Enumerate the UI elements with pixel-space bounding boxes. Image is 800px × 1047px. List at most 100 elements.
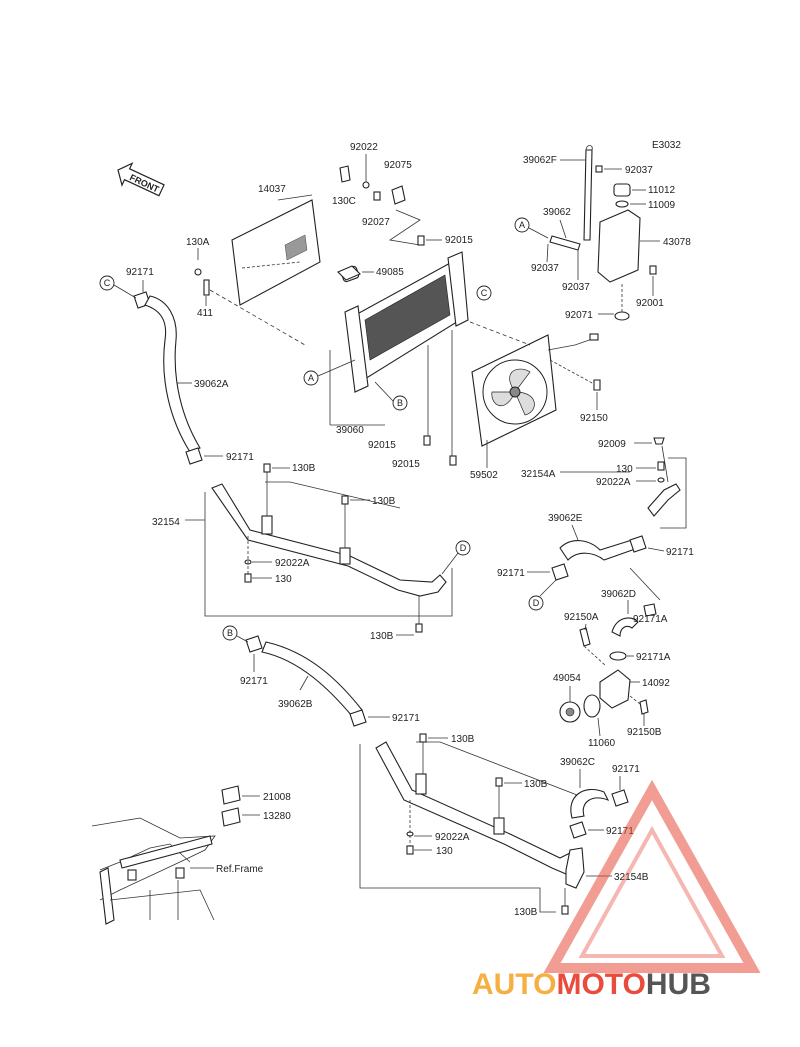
thermostat-housing <box>599 669 631 709</box>
label-411: 411 <box>197 308 213 319</box>
bolt-92150-icon <box>593 379 601 391</box>
label-39062: 39062 <box>543 207 571 218</box>
cooling-fan <box>471 333 599 447</box>
bolt-130b-4-icon <box>419 733 427 743</box>
label-92001: 92001 <box>636 298 664 309</box>
label-92022a-1: 92022A <box>275 558 310 569</box>
reservoir-tank <box>597 209 641 283</box>
clamp-92171-c2-icon <box>611 789 629 807</box>
clamp-92171-d-icon <box>551 563 569 581</box>
label-130b-4: 130B <box>451 734 475 745</box>
label-92022a-3: 92022A <box>435 832 470 843</box>
label-92015-a: 92015 <box>445 235 473 246</box>
label-11009: 11009 <box>648 200 676 211</box>
grommet-92075-icon <box>391 185 406 205</box>
clip-411-icon <box>203 279 210 296</box>
label-32154: 32154 <box>152 517 180 528</box>
svg-text:A: A <box>308 373 314 383</box>
clamp-92171-c3-icon <box>569 821 587 839</box>
bolt-92001-icon <box>649 265 657 275</box>
label-92171a-2: 92171A <box>636 652 671 663</box>
label-39062f: 39062F <box>523 155 557 166</box>
clip-92015-b-icon <box>423 435 431 446</box>
bolt-130b-3-icon <box>415 623 423 633</box>
label-39062c: 39062C <box>560 757 595 768</box>
label-32154b: 32154B <box>614 872 649 883</box>
gasket-11060-icon <box>583 694 601 718</box>
screw-92009-icon <box>653 437 665 445</box>
label-92171-mid: 92171 <box>226 452 254 463</box>
label-43078: 43078 <box>663 237 691 248</box>
clamp-92171-b-icon <box>245 635 263 653</box>
clamp-92171a-1-icon <box>643 603 657 617</box>
bolt-92150a-icon <box>579 627 591 647</box>
washer-92022-icon <box>362 181 370 189</box>
label-11012: 11012 <box>648 185 676 196</box>
callout-d-right <box>528 595 544 611</box>
label-14092: 14092 <box>642 678 670 689</box>
callout-d-pipe <box>455 540 471 556</box>
label-92075: 92075 <box>384 160 412 171</box>
clamp-92171a-2-icon <box>609 651 627 661</box>
label-92009: 92009 <box>598 439 626 450</box>
radiator-cap-icon <box>337 265 361 281</box>
callout-c-radiator <box>476 285 492 301</box>
label-130b-1: 130B <box>292 463 316 474</box>
bolt-130c-icon <box>339 165 351 183</box>
watermark-text: AUTOMOTOHUB <box>472 968 711 1001</box>
label-130a: 130A <box>186 237 210 248</box>
bolt-130b-6-icon <box>561 905 569 915</box>
label-92037-c: 92037 <box>562 282 590 293</box>
svg-text:A: A <box>519 220 525 230</box>
collar-92027-icon <box>373 191 381 201</box>
label-92015-c: 92015 <box>392 459 420 470</box>
label-39060: 39060 <box>336 425 364 436</box>
frame-reference <box>91 817 216 925</box>
bolt-130b-5-icon <box>495 777 503 787</box>
watermark-logo <box>543 779 761 973</box>
nut-130-2-icon <box>657 461 665 471</box>
label-39062b: 39062B <box>278 699 313 710</box>
label-130b-2: 130B <box>372 496 396 507</box>
bracket-32154b-b-icon <box>493 817 505 835</box>
label-59502: 59502 <box>470 470 498 481</box>
bracket-32154b-a-icon <box>415 773 427 795</box>
label-92150b: 92150B <box>627 727 662 738</box>
seal-11009-icon <box>615 200 629 208</box>
svg-text:B: B <box>397 398 403 408</box>
clip-92015-a-icon <box>417 235 425 246</box>
pipe-32154a <box>647 483 681 517</box>
callout-a-reservoir <box>514 217 530 233</box>
clip-92015-c-icon <box>449 455 457 466</box>
label-92071: 92071 <box>565 310 593 321</box>
label-39062e: 39062E <box>548 513 583 524</box>
holder-13280-icon <box>221 807 241 827</box>
label-92171a-1: 92171A <box>633 614 668 625</box>
label-92037-b: 92037 <box>531 263 559 274</box>
radiator-screen <box>231 194 321 306</box>
label-39062d: 39062D <box>601 589 636 600</box>
label-92022a-2: 92022A <box>596 477 631 488</box>
label-92171-c2: 92171 <box>612 764 640 775</box>
label-130b-3: 130B <box>370 631 394 642</box>
clamp-92171-e-icon <box>629 535 647 553</box>
label-92022-top: 92022 <box>350 142 378 153</box>
svg-text:D: D <box>460 543 467 553</box>
hose-39062a <box>144 295 201 453</box>
frame-ref-label: Ref.Frame <box>216 864 264 875</box>
bolt-92150b-icon <box>639 699 649 715</box>
callout-b-radiator <box>392 395 408 411</box>
label-92171-b: 92171 <box>240 676 268 687</box>
clamp-92037-a-icon <box>595 165 603 173</box>
reservoir-cap-icon <box>613 183 631 197</box>
label-130-2: 130 <box>616 464 633 475</box>
label-49054: 49054 <box>553 673 581 684</box>
hose-39062f <box>583 149 593 241</box>
label-92015-b: 92015 <box>368 440 396 451</box>
label-92171-d: 92171 <box>497 568 525 579</box>
damper-21008-icon <box>221 785 241 805</box>
callout-c-hose <box>99 275 115 291</box>
nut-130-1-icon <box>244 573 252 583</box>
clamp-92171-mid-icon <box>185 447 203 465</box>
bracket-32154-a-icon <box>261 515 273 535</box>
